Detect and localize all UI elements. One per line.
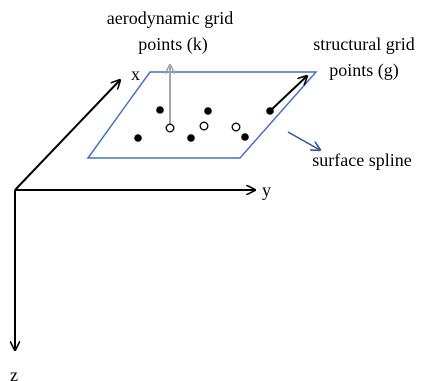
structural-label-line1: structural grid: [313, 34, 414, 54]
surface-spline-label: surface spline: [312, 150, 411, 170]
x-axis-label: x: [131, 64, 140, 84]
x-axis-arrow: [14, 80, 120, 191]
structural-point: [156, 106, 164, 114]
aero-point: [199, 121, 209, 131]
y-axis-label: y: [262, 180, 271, 200]
structural-point: [204, 107, 212, 115]
structural-point: [241, 133, 249, 141]
coordinate-axes: x y z: [10, 64, 271, 381]
spline-arrow: [287, 131, 320, 150]
structural-grid-points: [134, 106, 274, 142]
structural-point: [266, 107, 274, 115]
aero-label-line2: points (k): [138, 34, 208, 55]
surface-plane: [86, 71, 318, 159]
structural-point: [134, 134, 142, 142]
structural-label-line2: points (g): [329, 60, 399, 81]
aero-point: [231, 122, 241, 132]
structural-point: [187, 134, 195, 142]
aero-label-line1: aerodynamic grid: [107, 8, 233, 28]
structural-point-arrow: [269, 76, 307, 112]
z-axis-label: z: [10, 365, 18, 381]
aerodynamic-grid-points: [165, 121, 241, 133]
aero-point: [165, 123, 175, 133]
